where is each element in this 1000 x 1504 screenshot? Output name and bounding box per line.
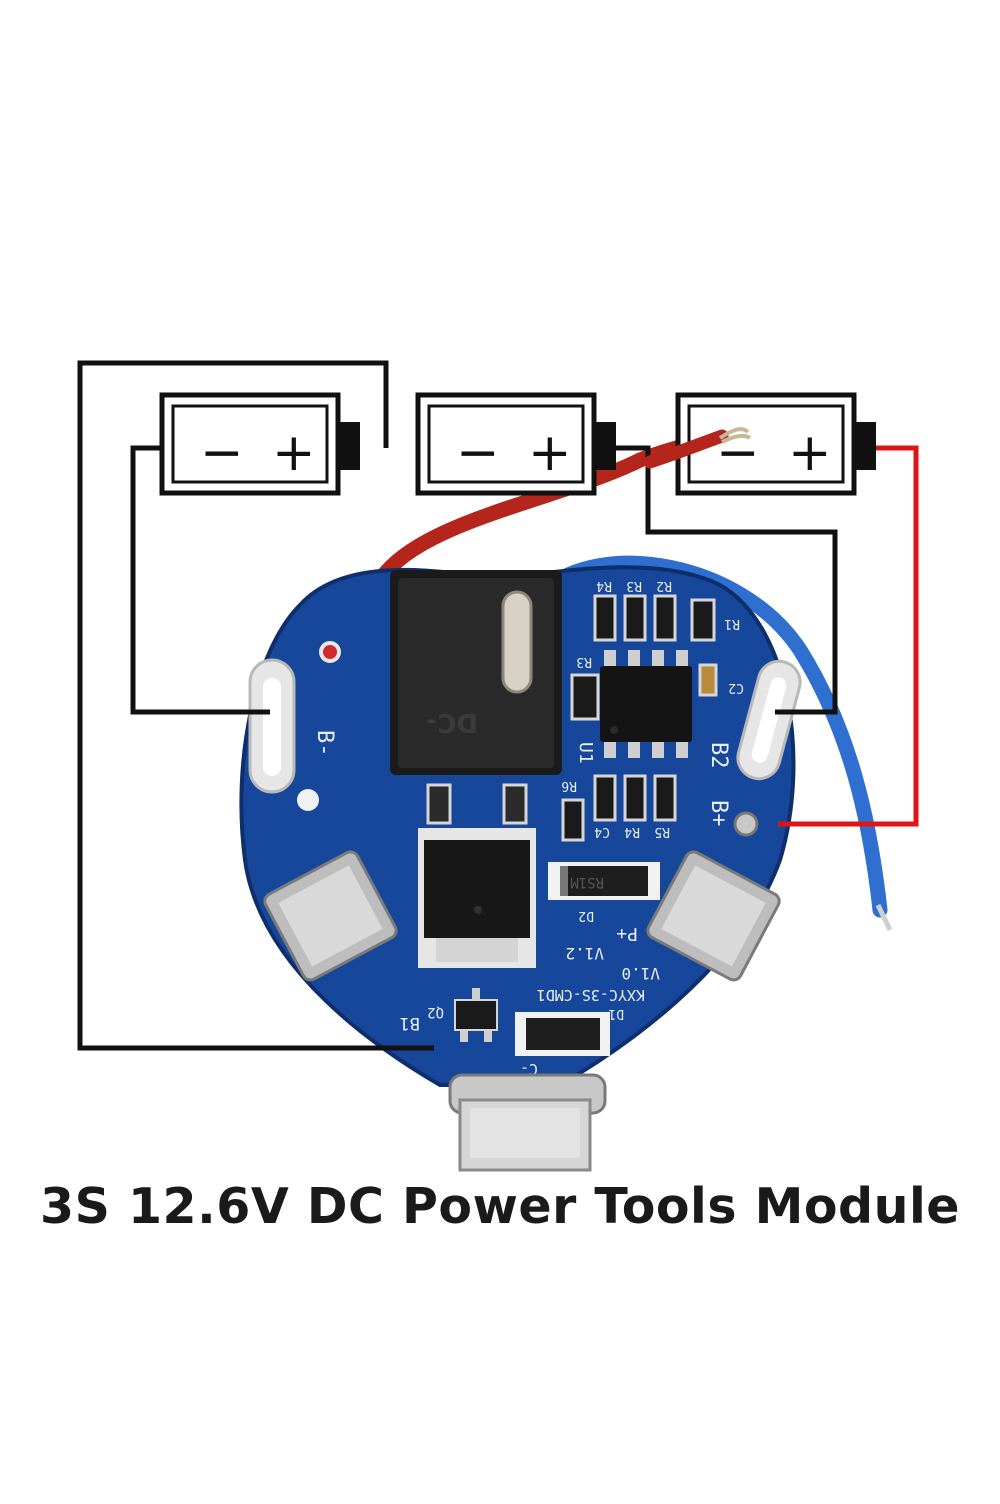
label-r6: R6 <box>561 778 577 793</box>
dc-jack-label: DC- <box>426 707 478 737</box>
label-q2: Q2 <box>427 1004 444 1020</box>
label-c4: C4 <box>594 824 610 839</box>
label-b-minus: B- <box>312 730 337 757</box>
label-d2: D2 <box>578 908 594 923</box>
diode-rs1m: RS1M <box>548 862 660 900</box>
battery-1-negative: − <box>200 423 244 483</box>
capacitor-c2 <box>698 663 718 697</box>
wire-b-plus <box>778 445 919 827</box>
blue-wire-tip <box>875 903 893 932</box>
label-u1: U1 <box>575 742 596 764</box>
svg-text:RS1M: RS1M <box>570 874 604 890</box>
label-d1: D1 <box>608 1006 624 1021</box>
terminal-clip-left <box>263 850 398 982</box>
b-plus-pad <box>733 811 759 837</box>
red-wire-strands <box>718 427 752 444</box>
transistor-q2 <box>454 988 498 1042</box>
diode-d1 <box>515 1012 610 1056</box>
black-wiring <box>77 360 838 1051</box>
label-v10: V1.0 <box>621 964 660 983</box>
mount-hole <box>297 789 319 811</box>
smd-lower-row: R6 C4 R4 R5 <box>561 774 677 842</box>
label-r4: R4 <box>596 578 612 593</box>
label-r5: R5 <box>654 824 670 839</box>
u1-chip <box>600 650 692 758</box>
caption: 3S 12.6V DC Power Tools Module <box>40 1178 960 1235</box>
resistor-r-left <box>570 673 600 721</box>
wire-b1 <box>77 360 434 1051</box>
label-v12: V1.2 <box>565 944 604 963</box>
label-c2: C2 <box>728 680 744 695</box>
battery-3-positive: + <box>788 423 832 483</box>
battery-2-positive: + <box>528 423 572 483</box>
label-r3: R3 <box>626 578 642 593</box>
label-r1: R1 <box>724 616 740 631</box>
terminal-clip-bottom <box>448 1073 607 1172</box>
label-b1: B1 <box>400 1013 420 1033</box>
label-p-plus: P+ <box>616 923 638 944</box>
mount-hole <box>319 641 341 663</box>
dc-jack-pin <box>501 590 533 694</box>
red-wire-end <box>643 429 729 469</box>
label-r2: R2 <box>656 578 672 593</box>
label-r4-lower: R4 <box>624 824 640 839</box>
terminal-clip-right <box>646 850 781 982</box>
battery-1: − + <box>159 392 360 496</box>
battery-1-positive: + <box>272 423 316 483</box>
battery-2-negative: − <box>456 423 500 483</box>
wire-b-minus <box>130 445 270 715</box>
label-r3-left: R3 <box>576 654 592 669</box>
wire-b2 <box>615 445 838 715</box>
battery-2: − + <box>415 392 616 496</box>
label-b-plus: B+ <box>706 800 731 827</box>
label-model: KXYC-3S-CMD1 <box>537 986 645 1004</box>
mosfet <box>418 783 536 968</box>
smd-top-row: R4 R3 R2 R1 <box>593 578 740 642</box>
label-b2: B2 <box>706 742 731 769</box>
